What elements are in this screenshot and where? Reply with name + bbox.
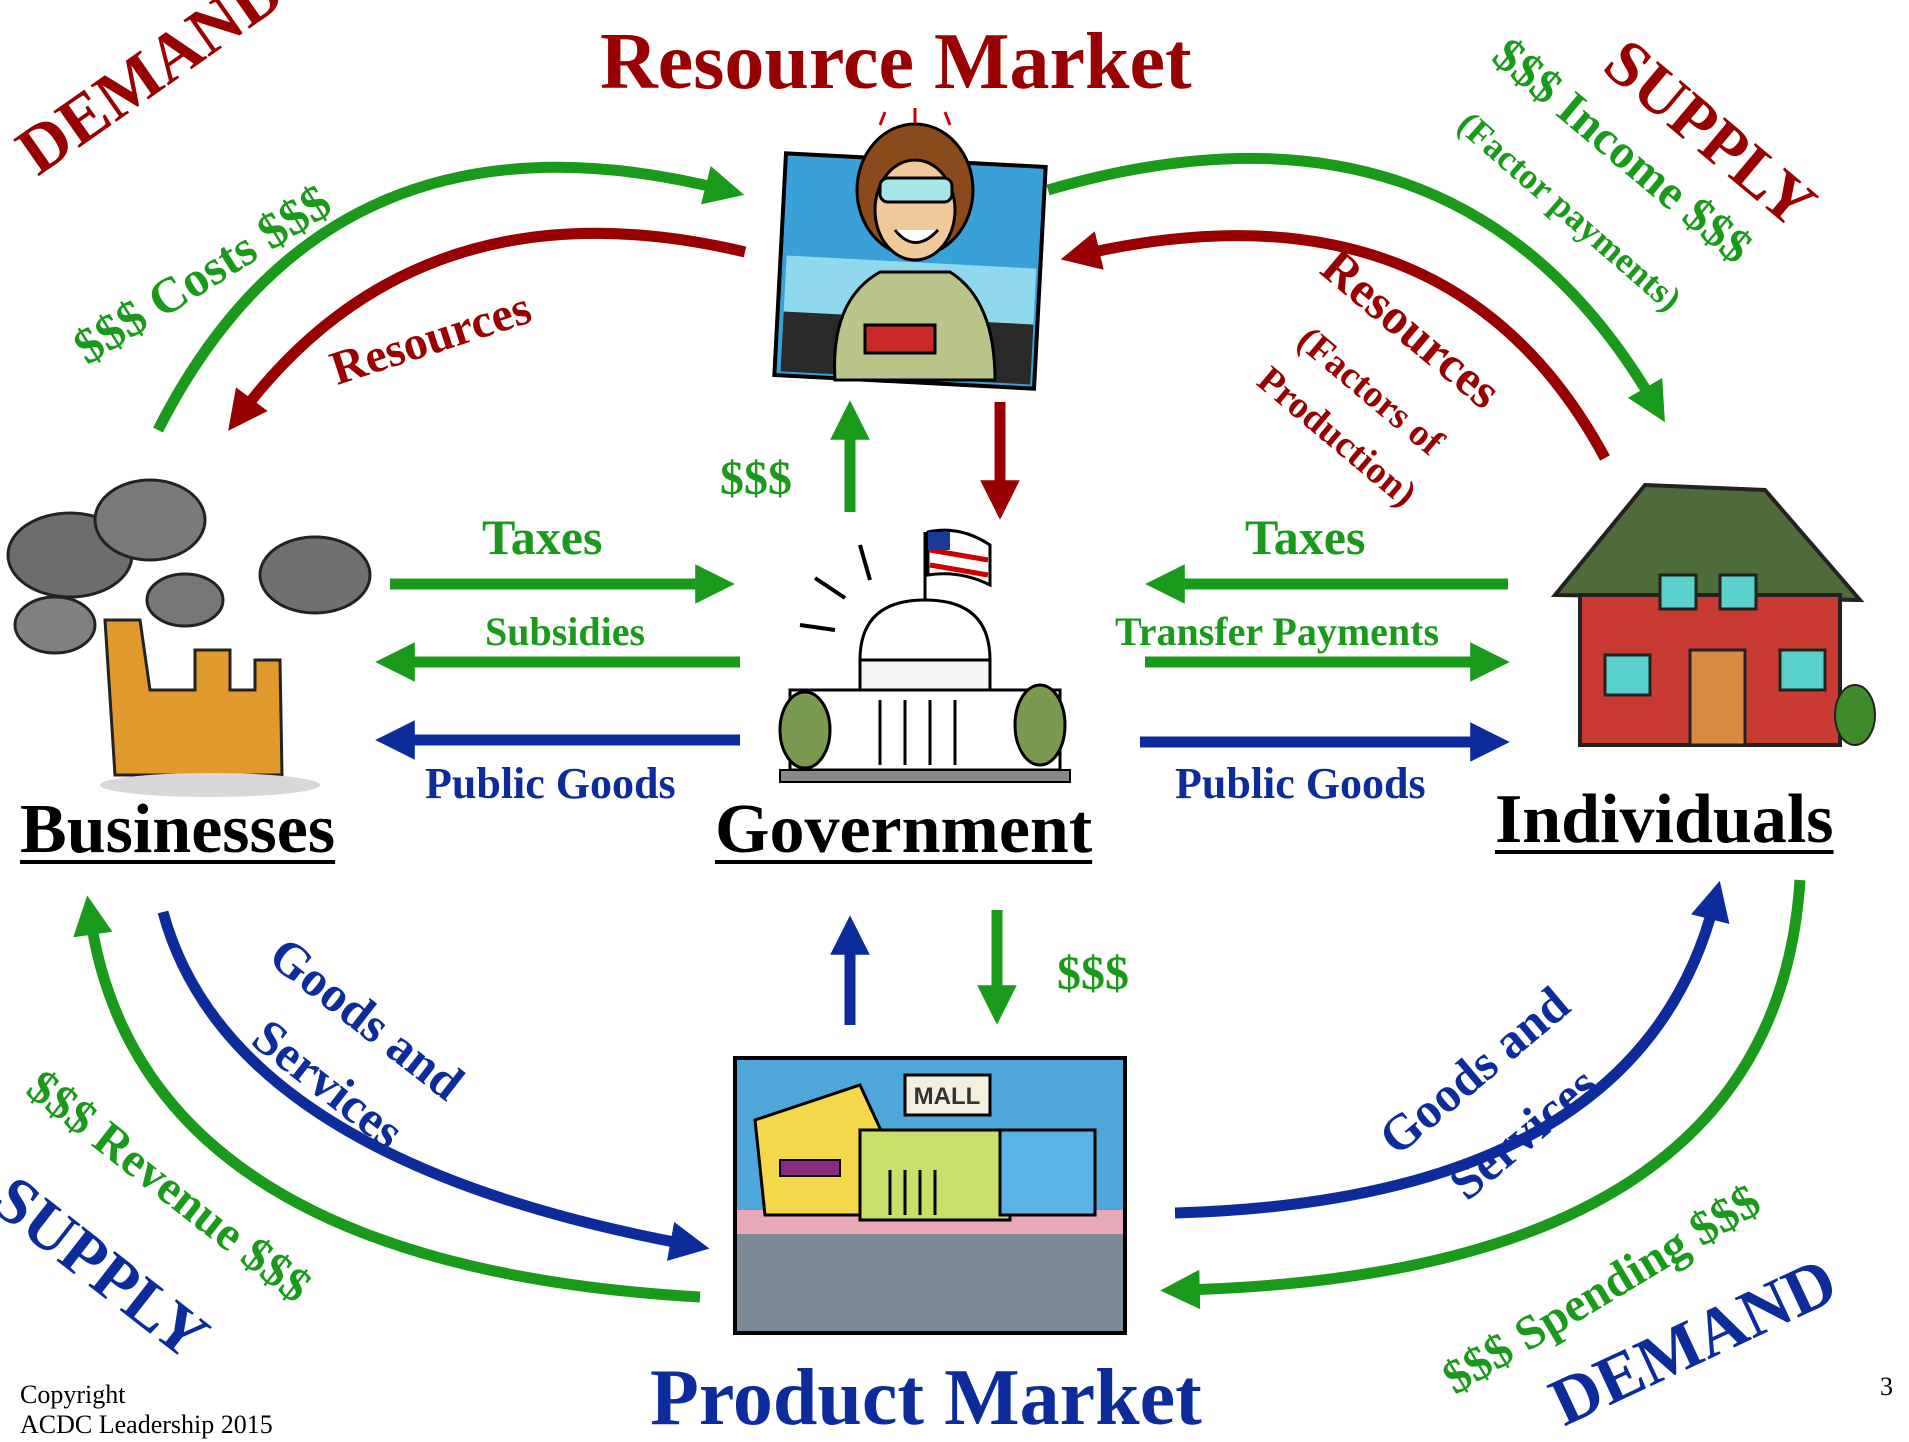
- individuals-label: Individuals: [1495, 781, 1834, 858]
- resources-left-label: Resources: [324, 281, 538, 396]
- costs-label: $$$ Costs $$$: [63, 172, 341, 375]
- scientist-worker-icon: [772, 108, 1048, 391]
- revenue-arrow: [73, 895, 701, 1303]
- goods-services-left-arrow: [157, 910, 710, 1261]
- spending-arrow: [1160, 879, 1806, 1310]
- public-goods-right-label: Public Goods: [1175, 759, 1426, 808]
- government-label: Government: [715, 791, 1093, 868]
- svg-text:MALL: MALL: [914, 1083, 981, 1110]
- gov-money-down-label: $$$: [1057, 947, 1129, 1000]
- house-icon: [1550, 482, 1876, 747]
- product-market-title: Product Market: [650, 1354, 1202, 1442]
- resources-left-arrow: [228, 227, 747, 431]
- capitol-building-icon: [778, 528, 1071, 783]
- subsidies-label: Subsidies: [485, 609, 646, 654]
- resources-right-arrow: [1060, 230, 1610, 461]
- goods-services-right-arrow: [1174, 880, 1730, 1219]
- resource-market-title: Resource Market: [600, 18, 1192, 106]
- shopping-mall-icon: MALL: [733, 1056, 1127, 1335]
- taxes-left-label: Taxes: [482, 509, 603, 565]
- page-number: 3: [1880, 1372, 1893, 1401]
- transfer-payments-label: Transfer Payments: [1115, 609, 1440, 654]
- costs-arrow: [153, 161, 745, 433]
- public-goods-left-label: Public Goods: [425, 759, 676, 808]
- factory-smoke-icon: [6, 478, 372, 797]
- demand-top-left-label: DEMAND: [2, 0, 297, 189]
- income-arrow: [1046, 152, 1665, 423]
- copyright-line1: Copyright: [20, 1380, 126, 1409]
- businesses-label: Businesses: [20, 791, 336, 868]
- taxes-right-label: Taxes: [1245, 509, 1366, 565]
- gov-money-up-label: $$$: [720, 452, 792, 505]
- copyright-line2: ACDC Leadership 2015: [20, 1410, 273, 1439]
